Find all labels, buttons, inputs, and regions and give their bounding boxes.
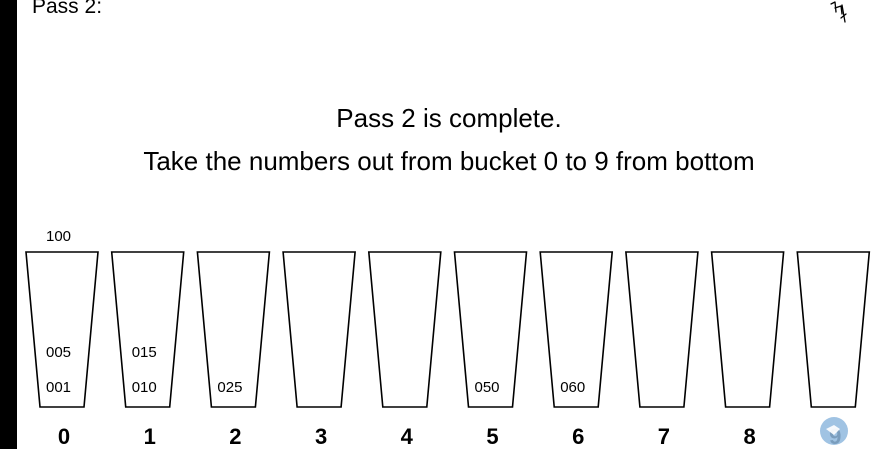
bucket-label: 5 — [486, 424, 498, 449]
bucket-label: 0 — [58, 424, 70, 449]
bucket-number: 015 — [132, 344, 157, 361]
bucket-overflow-number: 100 — [46, 228, 71, 245]
bucket-number: 005 — [46, 344, 71, 361]
bucket-outline — [282, 251, 356, 408]
bucket-outline — [796, 251, 871, 408]
bucket-number: 010 — [132, 379, 157, 396]
bucket-label: 7 — [658, 424, 670, 449]
bucket-label: 8 — [743, 424, 755, 449]
bucket-outline — [625, 251, 699, 408]
bucket-0: 001 005 100 0 — [25, 228, 99, 449]
bucket-outline — [110, 251, 185, 408]
bucket-label: 4 — [401, 424, 414, 449]
bucket-number: 050 — [475, 379, 500, 396]
bucket-number: 001 — [46, 379, 71, 396]
bucket-outline — [539, 251, 614, 408]
bucket-3: 3 — [282, 251, 356, 449]
bucket-number: 025 — [217, 379, 242, 396]
bucket-6: 060 6 — [539, 251, 614, 449]
bucket-4: 4 — [367, 251, 442, 449]
message-line-2: Take the numbers out from bucket 0 to 9 … — [143, 146, 755, 176]
bucket-label: 2 — [229, 424, 241, 449]
bucket-1: 010 015 1 — [110, 251, 185, 449]
watermark-logo-icon — [820, 417, 848, 445]
pass-title: Pass 2: — [32, 0, 103, 18]
bucket-number: 060 — [560, 379, 585, 396]
bucket-outline — [25, 251, 99, 408]
message-line-1: Pass 2 is complete. — [336, 103, 562, 133]
bucket-2: 025 2 — [196, 251, 271, 449]
bucket-outline — [367, 251, 442, 408]
bucket-outline — [196, 251, 271, 408]
bucket-outline — [710, 251, 785, 408]
bucket-7: 7 — [625, 251, 699, 449]
left-black-bar — [0, 0, 17, 449]
bucket-8: 8 — [710, 251, 785, 449]
bucket-label: 3 — [315, 424, 327, 449]
bucket-label: 6 — [572, 424, 584, 449]
bucket-outline — [453, 251, 528, 408]
bucket-5: 050 5 — [453, 251, 528, 449]
scribble-icon — [830, 1, 847, 23]
bucket-label: 1 — [144, 424, 156, 449]
